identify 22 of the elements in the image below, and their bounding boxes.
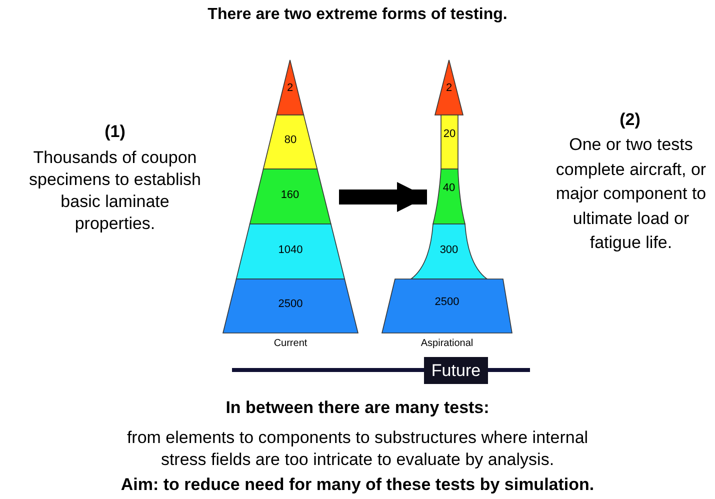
future-tag: Future <box>424 357 488 384</box>
summary-text: from elements to components to substructures where internal stress fields are too intricate to evaluate by analysis. <box>126 427 590 471</box>
pyramid-tier: 300 <box>411 224 487 279</box>
pyramid-tier: 20 <box>441 115 458 169</box>
description-text: Thousands of coupon specimens to establish basic laminate properties. <box>28 147 202 235</box>
pyramid-tier: 2500 <box>223 279 358 333</box>
pyramid-tier: 2 <box>434 60 464 115</box>
pyramid-tier: 40 <box>433 169 465 224</box>
pyramid-label: Current <box>272 338 308 350</box>
callout-number: (1) <box>104 122 126 142</box>
summary-aim: Aim: to reduce need for many of these tests by simulation. <box>120 475 596 495</box>
callout-number: (2) <box>618 110 642 130</box>
summary-heading: In between there are many tests: <box>224 398 490 418</box>
description-text: One or two tests complete aircraft, or major component to ultimate load or fatigue life. <box>554 134 708 254</box>
pyramid-tier: 1040 <box>236 224 345 279</box>
title: There are two extreme forms of testing. <box>206 6 508 24</box>
pyramid-tier: 2 <box>276 60 304 115</box>
pyramid-tier: 2500 <box>382 279 512 333</box>
pyramid-tier: 160 <box>249 169 331 224</box>
pyramid-tier: 80 <box>263 115 318 169</box>
arrow <box>339 182 427 212</box>
pyramid-label: Aspirational <box>420 338 474 350</box>
